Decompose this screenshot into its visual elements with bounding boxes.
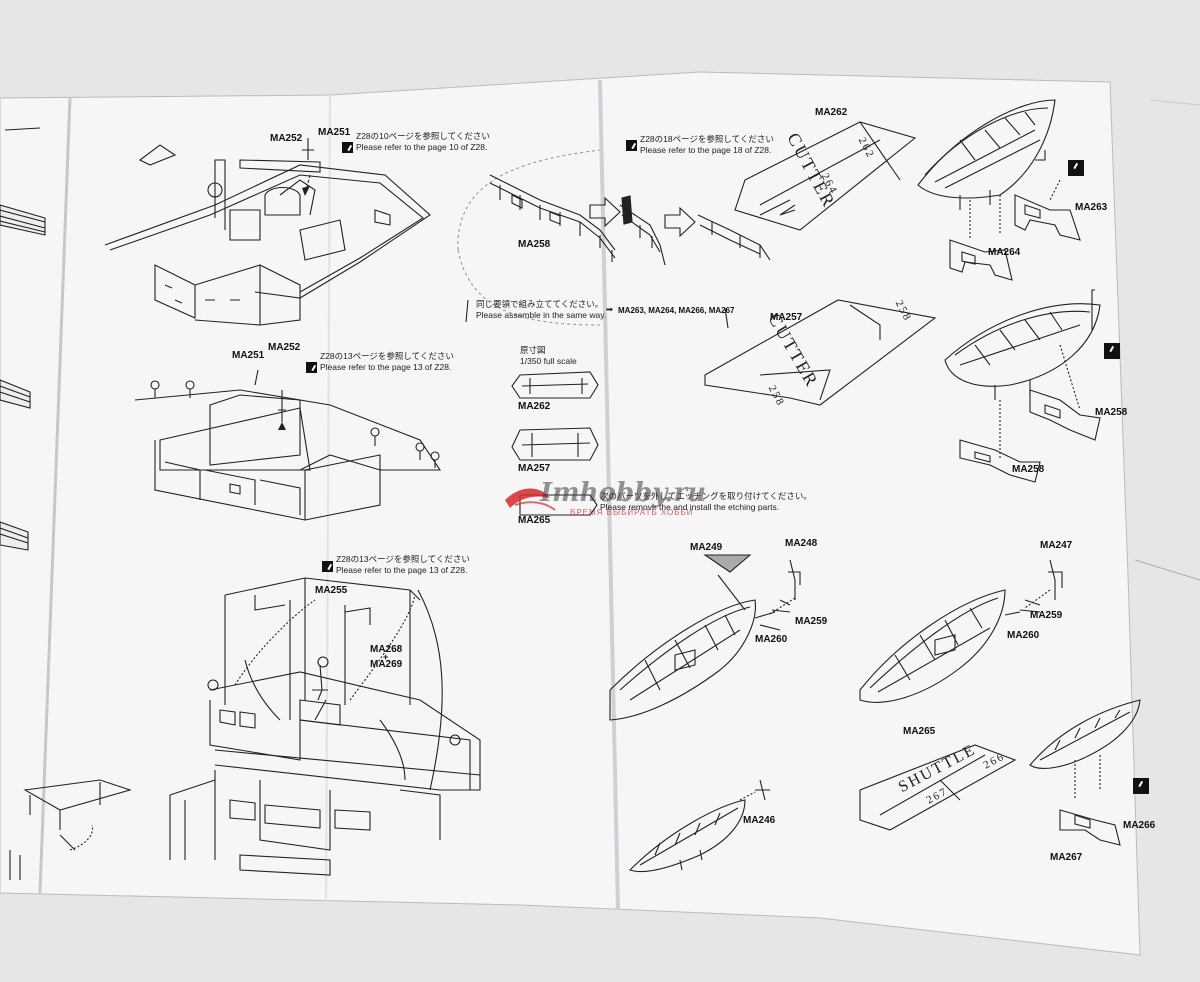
label-ma249: MA249	[690, 542, 723, 553]
label-ma264: MA264	[988, 247, 1021, 258]
label-ma248: MA248	[785, 538, 818, 549]
label-ma268-plus: +	[383, 652, 389, 662]
note-etching: 次のパーツを外してエッチングを取り付けてください。 Please remove …	[600, 491, 812, 512]
scale-label-ma265: MA265	[518, 515, 551, 526]
refer-page-icon	[626, 140, 637, 151]
watermark-text: Imhobby.ru	[540, 478, 707, 508]
label-ma267: MA267	[1050, 852, 1083, 863]
label-ma247: MA247	[1040, 540, 1073, 551]
label-ma263: MA263	[1075, 202, 1108, 213]
note-refer-p13-b: Z28の13ページを参照してください Please refer to the p…	[336, 554, 470, 575]
etching-part-icon	[1068, 160, 1084, 176]
etching-part-icon	[1104, 343, 1120, 359]
label-ma259-b: MA259	[1030, 610, 1063, 621]
refer-page-icon	[322, 561, 333, 572]
note-same-way-parts: MA263, MA264, MA266, MA267	[618, 306, 735, 315]
label-ma262: MA262	[815, 107, 848, 118]
watermark-logo-icon	[505, 488, 556, 511]
label-ma265: MA265	[903, 726, 936, 737]
label-ma258-b: MA258	[1095, 407, 1128, 418]
label-ma257: MA257	[770, 312, 803, 323]
etching-part-icon	[1133, 778, 1149, 794]
label-ma268: MA268	[370, 644, 403, 655]
note-refer-p18: Z28の18ページを参照してください Please refer to the p…	[640, 134, 774, 155]
label-ma251-top: MA251	[318, 127, 351, 138]
label-ma260-b: MA260	[1007, 630, 1040, 641]
scale-label-ma257: MA257	[518, 463, 551, 474]
scale-label-ma262: MA262	[518, 401, 551, 412]
label-ma260-a: MA260	[755, 634, 788, 645]
refer-page-icon	[342, 142, 353, 153]
label-ma252-top: MA252	[270, 133, 303, 144]
scale-box-heading: 原寸図 1/350 full scale	[520, 345, 577, 366]
label-ma251-mid: MA251	[232, 350, 265, 361]
label-ma255: MA255	[315, 585, 348, 596]
label-ma258-c: MA258	[1012, 464, 1045, 475]
note-refer-p10: Z28の10ページを参照してください Please refer to the p…	[356, 131, 490, 152]
note-assemble-same-way: 同じ要領で組み立ててください。 Please assemble in the s…	[476, 299, 607, 320]
refer-page-icon	[306, 362, 317, 373]
note-refer-p13-a: Z28の13ページを参照してください Please refer to the p…	[320, 351, 454, 372]
label-ma259-a: MA259	[795, 616, 828, 627]
arrow-right-icon: ➡	[606, 304, 614, 314]
label-ma252-mid: MA252	[268, 342, 301, 353]
label-ma258-a: MA258	[518, 239, 551, 250]
label-ma266: MA266	[1123, 820, 1156, 831]
watermark-subtext: ВРЕМЯ ВЫБИРАТЬ ХОББИ	[570, 508, 694, 517]
label-ma246: MA246	[743, 815, 776, 826]
label-ma269: MA269	[370, 659, 403, 670]
